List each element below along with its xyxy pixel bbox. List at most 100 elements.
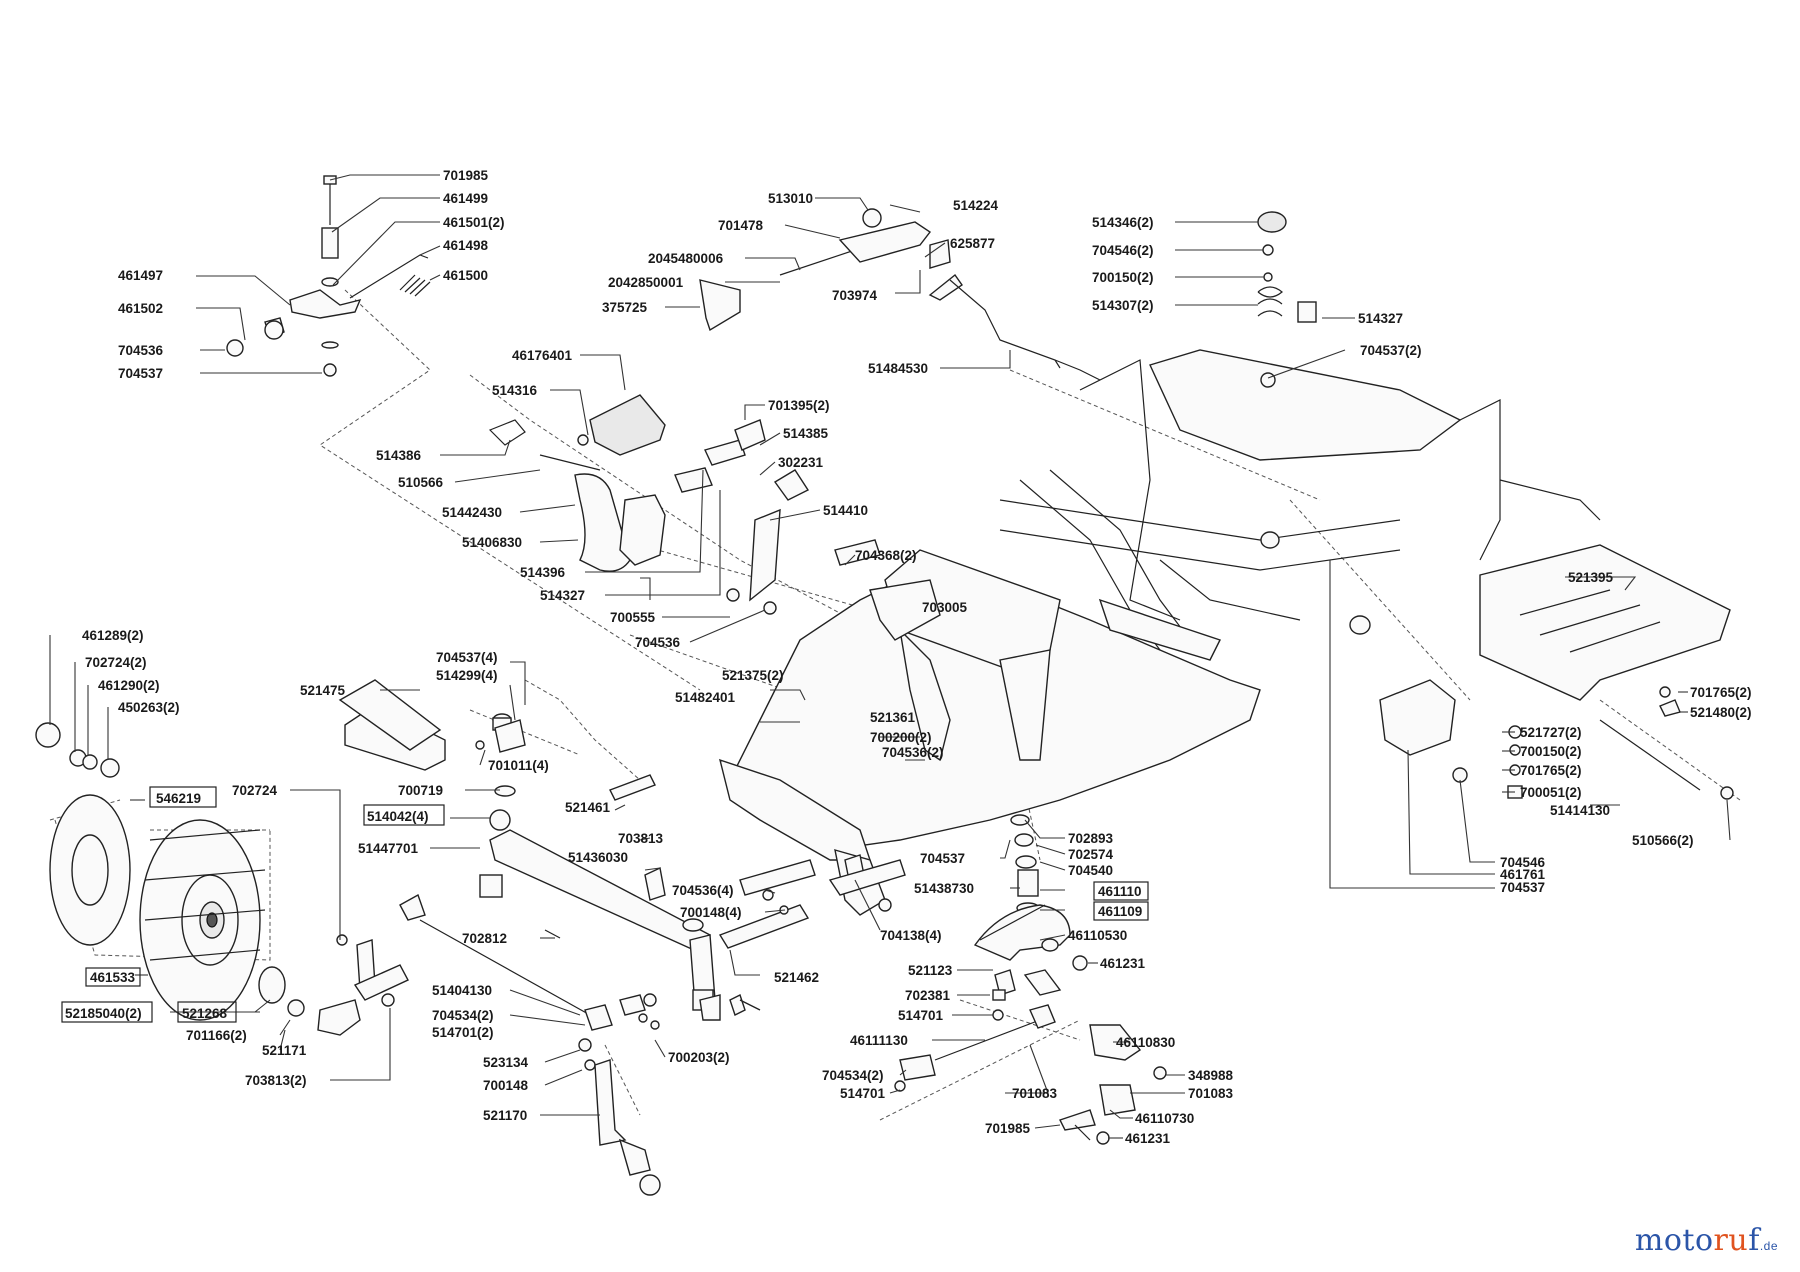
part-label: 701765(2): [1690, 685, 1752, 700]
steering-sector: [894, 814, 1167, 1145]
part-label: 514385: [783, 426, 829, 441]
part-label: 521727(2): [1520, 725, 1582, 740]
part-label: 700203(2): [668, 1050, 730, 1065]
part-label: 704537: [920, 851, 965, 866]
part-label: 46110530: [1068, 928, 1127, 943]
part-label: 702724(2): [85, 655, 147, 670]
part-label: 461231: [1100, 956, 1146, 971]
part-label: 514701: [840, 1086, 886, 1101]
part-label: 703813: [618, 831, 664, 846]
cover-parts: [1257, 211, 1317, 388]
part-label: 704534(2): [432, 1008, 494, 1023]
part-label: 514396: [520, 565, 566, 580]
part-label: 521361: [870, 710, 916, 725]
part-label: 521480(2): [1690, 705, 1752, 720]
part-label: 461498: [443, 238, 489, 253]
part-label: 701011(4): [488, 758, 549, 773]
part-label: 704138(4): [880, 928, 942, 943]
part-label: 46110730: [1135, 1111, 1194, 1126]
part-label: 701395(2): [768, 398, 830, 413]
part-label: 700200(2): [870, 730, 932, 745]
part-label: 521475: [300, 683, 346, 698]
part-label: 700148: [483, 1078, 529, 1093]
part-label: 700555: [610, 610, 656, 625]
part-label: 704368(2): [855, 548, 917, 563]
brand-logo: motoruf.de: [1635, 1223, 1778, 1258]
part-labels: 701985 461499 461501(2) 461498 461500 46…: [61, 168, 1752, 1146]
part-label: 51442430: [442, 505, 502, 520]
part-label: 703813(2): [245, 1073, 307, 1088]
part-label: 46176401: [512, 348, 573, 363]
part-label: 700148(4): [680, 905, 742, 920]
brand-part-4: f: [1748, 1223, 1760, 1258]
part-label: 704537(2): [1360, 343, 1422, 358]
part-label: 510566: [398, 475, 444, 490]
part-label: 52185040(2): [65, 1006, 142, 1021]
part-label: 704540: [1068, 863, 1113, 878]
brand-part-2: o: [1694, 1223, 1714, 1258]
part-label: 46111130: [850, 1033, 908, 1048]
main-frame: [719, 349, 1601, 916]
part-label: 513010: [768, 191, 813, 206]
part-label: 375725: [602, 300, 648, 315]
part-label: 704536(4): [672, 883, 734, 898]
part-label: 461499: [443, 191, 488, 206]
part-label: 514316: [492, 383, 538, 398]
part-label: 521375(2): [722, 668, 784, 683]
part-label-box: [177, 1001, 237, 1023]
part-label-box: [363, 804, 445, 826]
part-label: 2045480006: [648, 251, 724, 266]
footplate: [1379, 544, 1734, 800]
brand-part-3: ru: [1713, 1223, 1749, 1258]
part-label: 514386: [376, 448, 422, 463]
part-label: 348988: [1188, 1068, 1234, 1083]
part-label: 702574: [1068, 847, 1114, 862]
part-label: 514701(2): [432, 1025, 494, 1040]
part-label: 521461: [565, 800, 611, 815]
misc-brackets: [338, 539, 941, 1030]
part-label-box: [1093, 881, 1149, 901]
part-label: 510566(2): [1632, 833, 1694, 848]
part-label: 521171: [262, 1043, 307, 1058]
part-label: 514224: [953, 198, 999, 213]
part-label: 51447701: [358, 841, 419, 856]
part-label: 700150(2): [1520, 744, 1582, 759]
part-label: 51414130: [1550, 803, 1610, 818]
part-label: 51484530: [868, 361, 928, 376]
part-label: 521268: [182, 1006, 228, 1021]
part-label: 461110: [1098, 884, 1142, 899]
part-label: 514299(4): [436, 668, 498, 683]
part-label: 51438730: [914, 881, 974, 896]
leader-lines: [49, 174, 1731, 1139]
part-label: 704546: [1500, 855, 1546, 870]
part-label: 625877: [950, 236, 995, 251]
part-label: 461231: [1125, 1131, 1171, 1146]
part-label-box: [1093, 901, 1149, 921]
part-label: 701765(2): [1520, 763, 1582, 778]
part-label-box: [85, 967, 141, 987]
part-label: 521462: [774, 970, 819, 985]
part-label: 703974: [832, 288, 878, 303]
rear-wheel-assembly: [35, 722, 409, 1036]
part-label: 514327: [1358, 311, 1403, 326]
part-label: 523134: [483, 1055, 529, 1070]
part-label: 461500: [443, 268, 488, 283]
part-label: 514410: [823, 503, 868, 518]
part-label: 704546(2): [1092, 243, 1154, 258]
part-label: 514327: [540, 588, 585, 603]
part-label: 514346(2): [1092, 215, 1154, 230]
part-label: 702893: [1068, 831, 1114, 846]
handle-lever-group: [699, 208, 1101, 381]
part-label: 2042850001: [608, 275, 684, 290]
part-label: 461502: [118, 301, 163, 316]
part-label: 702381: [905, 988, 951, 1003]
part-label: 51436030: [568, 850, 628, 865]
part-label: 514307(2): [1092, 298, 1154, 313]
part-label: 701985: [443, 168, 489, 183]
part-label: 701083: [1188, 1086, 1234, 1101]
part-label: 701166(2): [186, 1028, 247, 1043]
part-label: 700051(2): [1520, 785, 1582, 800]
part-label: 521170: [483, 1108, 527, 1123]
part-label: 704537(4): [436, 650, 498, 665]
